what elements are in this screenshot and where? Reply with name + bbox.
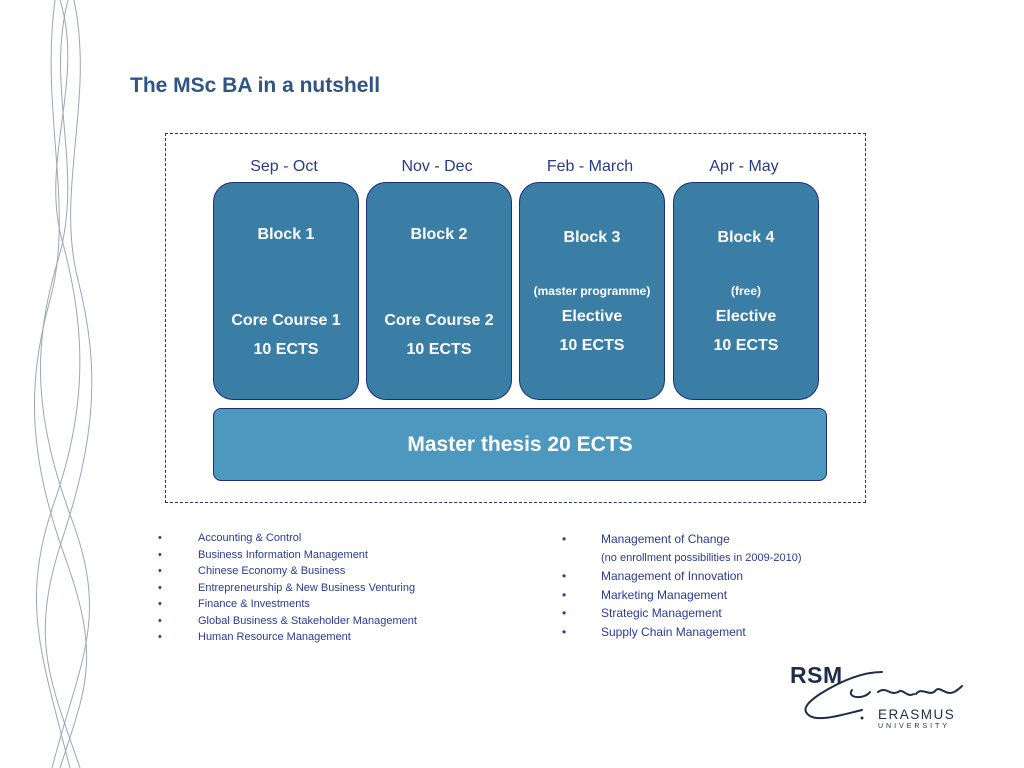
block-course: Core Course 1 (231, 312, 341, 329)
block-1: Block 1 Core Course 1 10 ECTS (213, 182, 359, 400)
electives-list-right: •Management of Change (no enrollment pos… (562, 530, 802, 641)
logo-erasmus-text: ERASMUS (878, 707, 956, 722)
block-note: (master programme) (533, 284, 651, 298)
bullet: • (158, 581, 162, 594)
bullet: • (562, 587, 567, 602)
master-thesis-bar: Master thesis 20 ECTS (213, 408, 827, 481)
list-item: •Finance & Investments (158, 596, 417, 613)
list-item: •Human Resource Management (158, 629, 417, 646)
period-label-1: Sep - Oct (250, 158, 318, 175)
list-item: •Entrepreneurship & New Business Venturi… (158, 580, 417, 597)
list-item: •Accounting & Control (158, 530, 417, 547)
bullet: • (562, 532, 567, 546)
list-item: •Management of Change (562, 530, 802, 549)
bullet: • (562, 569, 567, 583)
block-course: Core Course 2 (384, 312, 494, 329)
period-label-3: Feb - March (546, 158, 634, 175)
bullet: • (158, 532, 162, 544)
curriculum-frame (165, 133, 866, 503)
bullet: • (158, 548, 162, 561)
bullet: • (158, 565, 162, 577)
list-item: •Supply Chain Management (562, 623, 802, 642)
block-title: Block 2 (410, 226, 468, 243)
decorative-wavy-lines (33, 0, 93, 768)
list-item: •Management of Innovation (562, 567, 802, 586)
list-item: •Marketing Management (562, 586, 802, 605)
block-credits: 10 ECTS (559, 337, 625, 354)
block-4: Block 4 (free) Elective 10 ECTS (673, 182, 819, 400)
period-label-4: Apr - May (709, 158, 779, 175)
bullet: • (562, 606, 567, 620)
list-item: •Strategic Management (562, 604, 802, 623)
bullet: • (158, 598, 162, 610)
block-credits: 10 ECTS (253, 341, 319, 358)
rsm-erasmus-logo: RSM ERASMUS UNIVERSITY (790, 662, 970, 734)
electives-list-left: •Accounting & Control •Business Informat… (158, 530, 417, 646)
block-course: Elective (715, 308, 777, 325)
bullet: • (158, 614, 162, 627)
period-label-2: Nov - Dec (401, 158, 473, 175)
block-3: Block 3 (master programme) Elective 10 E… (519, 182, 665, 400)
slide-title: The MSc BA in a nutshell (130, 74, 381, 97)
block-credits: 10 ECTS (713, 337, 779, 354)
list-item-note: (no enrollment possibilities in 2009-201… (601, 551, 802, 564)
list-item: •Global Business & Stakeholder Managemen… (158, 613, 417, 630)
bullet: • (562, 624, 567, 639)
block-note: (free) (730, 284, 761, 298)
block-credits: 10 ECTS (406, 341, 472, 358)
block-2: Block 2 Core Course 2 10 ECTS (366, 182, 512, 400)
list-item: •Business Information Management (158, 547, 417, 564)
block-title: Block 1 (257, 226, 315, 243)
block-course: Elective (561, 308, 623, 325)
block-title: Block 3 (563, 229, 621, 246)
logo-university-text: UNIVERSITY (878, 723, 951, 730)
bullet: • (158, 631, 162, 643)
erasmus-signature-icon (804, 671, 963, 720)
list-item: •Chinese Economy & Business (158, 563, 417, 580)
block-title: Block 4 (717, 229, 775, 246)
logo-rsm-text: RSM (790, 662, 843, 688)
